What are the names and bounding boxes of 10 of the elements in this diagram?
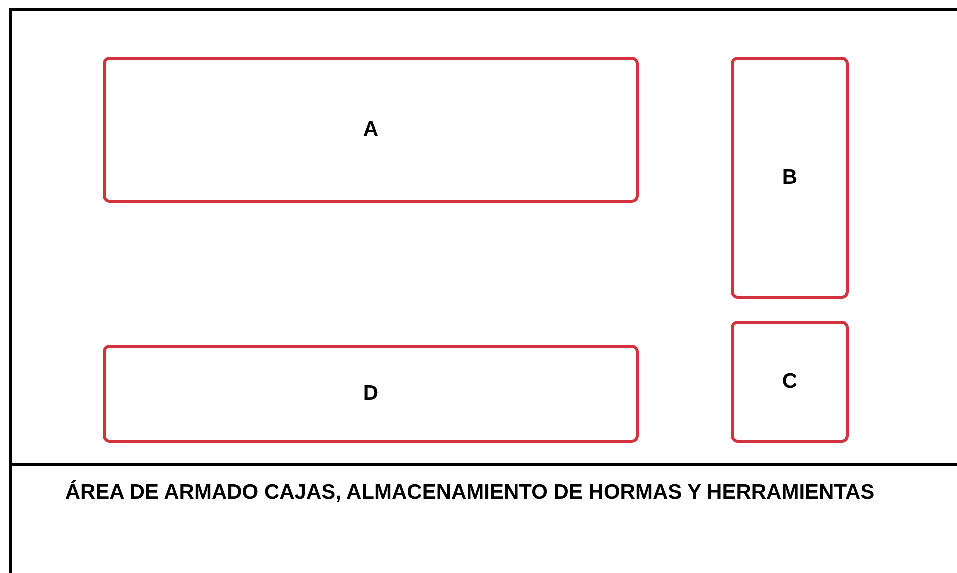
area-title: ÁREA DE ARMADO CAJAS, ALMACENAMIENTO DE HORMAS Y HERRAMIENTAS (64, 479, 876, 506)
zone-box (731, 57, 849, 299)
zone-label: D (363, 382, 379, 406)
zone-label: C (782, 370, 798, 394)
zone-label: B (782, 166, 798, 190)
zone-box (103, 57, 639, 203)
floor-area (9, 8, 957, 573)
zone-box (731, 321, 849, 443)
zone-box (103, 345, 639, 443)
zone-label: A (363, 118, 379, 142)
